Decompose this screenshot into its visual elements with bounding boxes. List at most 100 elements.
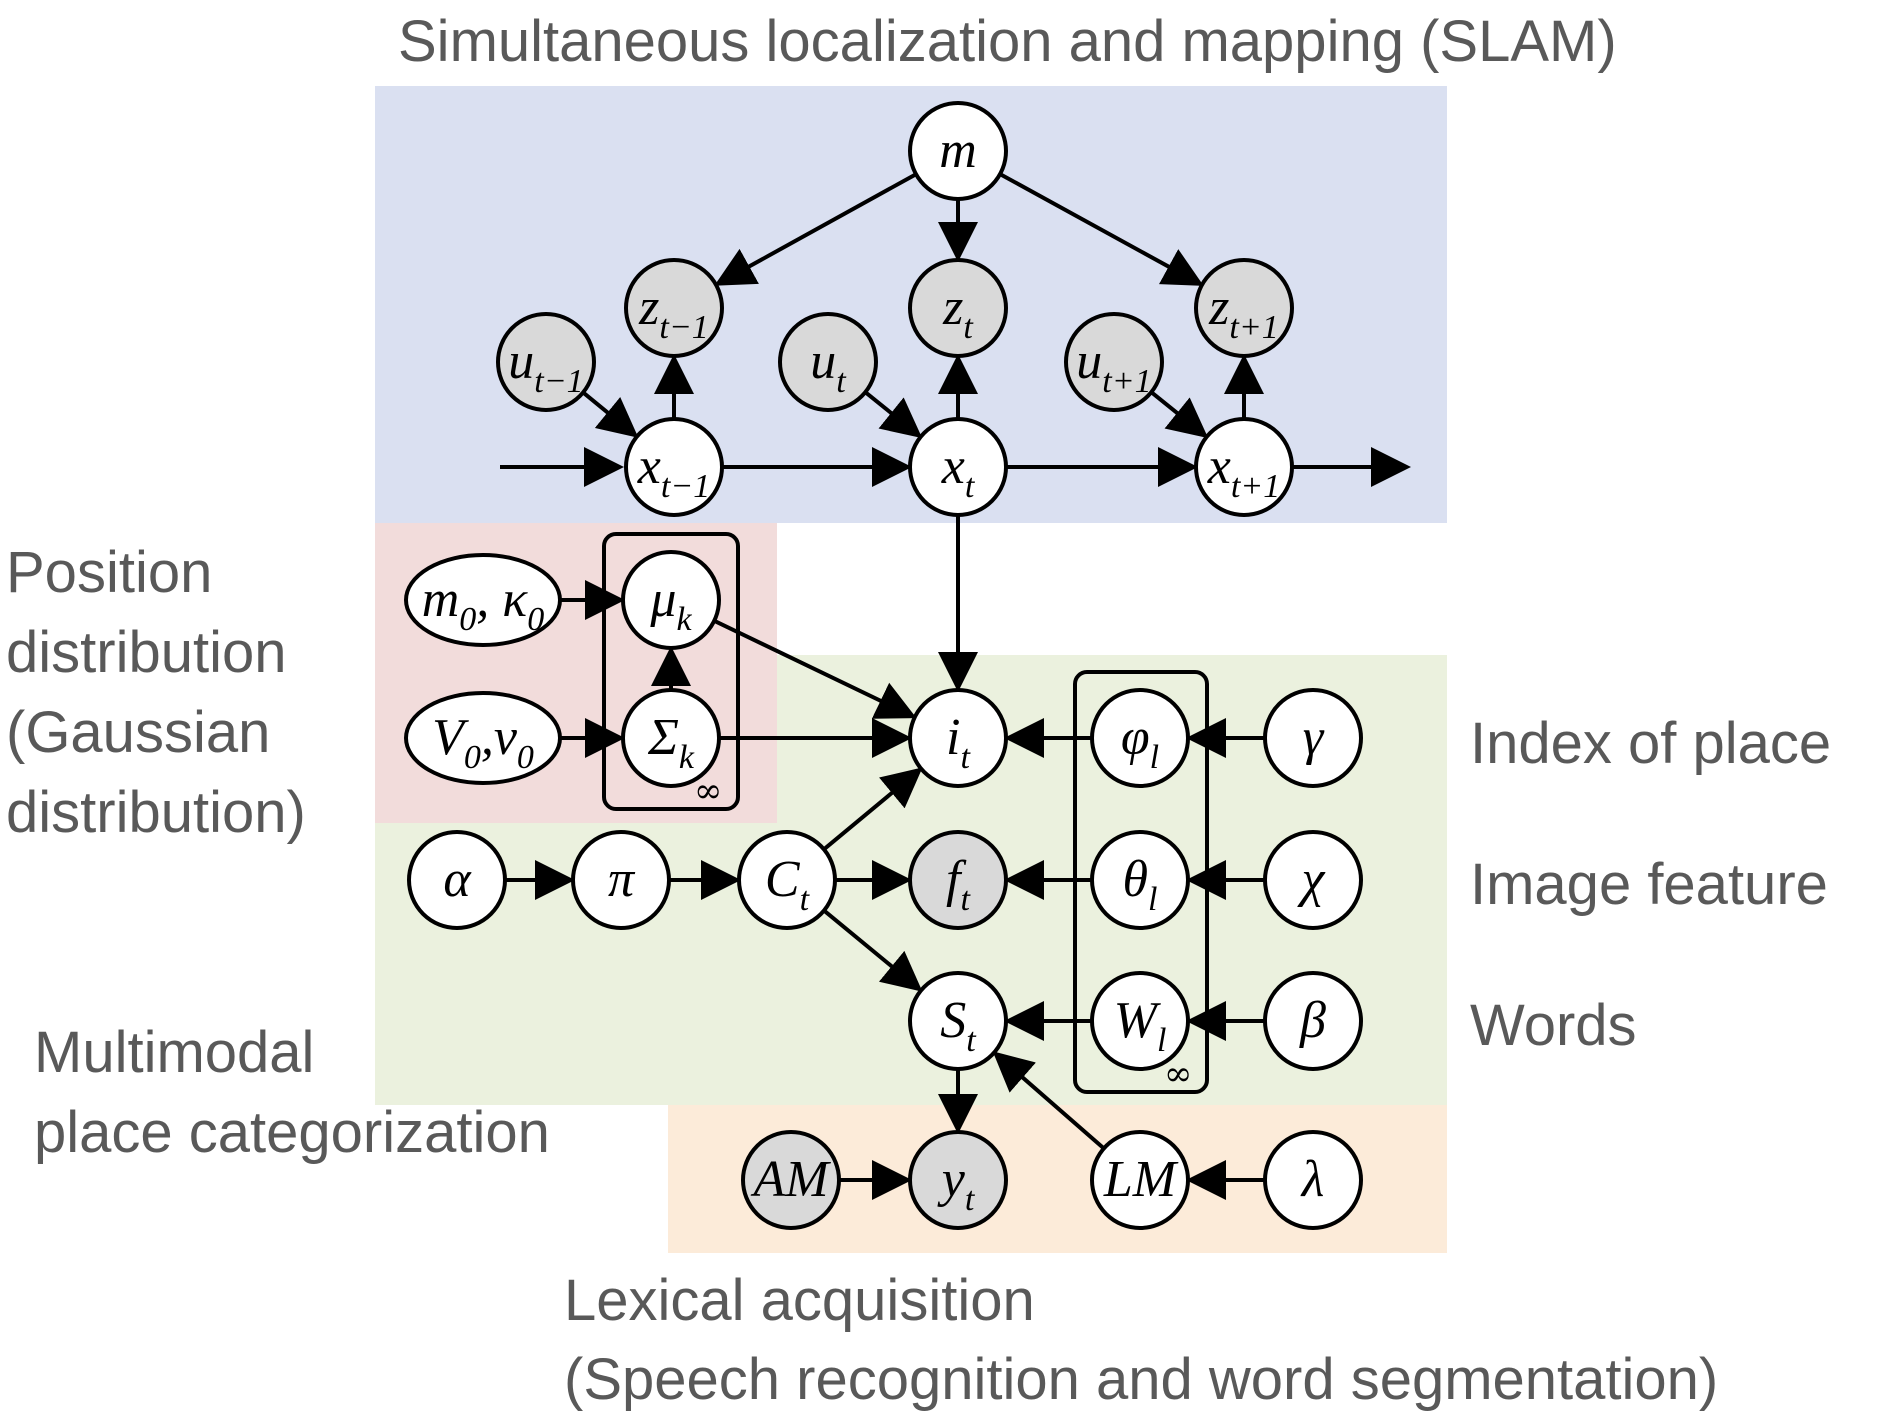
node-C_t: Ct	[737, 830, 837, 930]
node-m: m	[908, 101, 1008, 201]
node-phi_l: φl	[1090, 688, 1190, 788]
node-x_t-label: xt	[941, 438, 976, 505]
node-y_t-label: yt	[937, 1151, 976, 1218]
node-x_tm1-label: xt−1	[637, 438, 710, 505]
nodes-layer: m zt−1 zt zt+1 ut−1 ut ut+1 xt−1 xt xt+1 m0, κ0 V0,…	[404, 101, 1363, 1230]
edge-LM-to-S_t	[992, 1051, 1106, 1150]
edge-u_tp1-to-x_tp1	[1150, 390, 1209, 439]
lexical-label-line-1: Lexical acquisition	[564, 1268, 1035, 1333]
node-gamma-shape	[1263, 688, 1363, 788]
node-i_t-label: it	[946, 709, 971, 776]
node-LM: LM	[1090, 1130, 1190, 1230]
position-label-line-3: (Gaussian	[6, 700, 270, 765]
node-lambda: λ	[1263, 1130, 1363, 1230]
node-y_t-shape	[908, 1130, 1008, 1230]
node-x_tp1-shape	[1194, 417, 1294, 517]
slam-region-label: Simultaneous localization and mapping (S…	[398, 9, 1617, 74]
node-AM: AM	[741, 1130, 841, 1230]
node-theta_l-label: θl	[1123, 851, 1158, 918]
node-u_tp1-label: ut+1	[1076, 333, 1151, 400]
node-m0k0-label: m0, κ0	[422, 571, 545, 638]
node-u_tp1: ut+1	[1064, 312, 1164, 412]
node-m0k0: m0, κ0	[404, 553, 562, 647]
node-x_tm1-shape	[624, 417, 724, 517]
node-alpha-shape	[407, 830, 507, 930]
position-label-line-1: Position	[6, 540, 212, 605]
node-z_tm1-label: zt−1	[638, 279, 709, 346]
edge-m-to-z_tp1	[999, 172, 1204, 286]
node-f_t-shape	[908, 830, 1008, 930]
node-u_tp1-shape	[1064, 312, 1164, 412]
node-z_tm1: zt−1	[624, 258, 724, 358]
node-lambda-label: λ	[1300, 1151, 1325, 1208]
node-f_t: ft	[908, 830, 1008, 930]
node-x_tm1: xt−1	[624, 417, 724, 517]
words-label: Words	[1470, 993, 1637, 1058]
node-W_l: Wl	[1090, 971, 1190, 1071]
node-S_t: St	[908, 971, 1008, 1071]
node-pi: π	[571, 830, 671, 930]
node-Sigma_k: Σk	[621, 688, 721, 788]
node-alpha: α	[407, 830, 507, 930]
node-S_t-label: St	[940, 992, 977, 1059]
node-LM-label: LM	[1103, 1151, 1179, 1208]
node-V0n0: V0,ν0	[404, 691, 562, 785]
edge-C_t-to-S_t	[822, 908, 923, 992]
edge-u_tm1-to-x_tm1	[581, 390, 639, 438]
index-of-place-label: Index of place	[1470, 711, 1831, 776]
edges-layer	[505, 172, 1265, 1200]
node-beta-shape	[1263, 971, 1363, 1071]
node-u_tm1: ut−1	[496, 312, 596, 412]
node-W_l-label: Wl	[1114, 992, 1167, 1059]
node-V0n0-label: V0,ν0	[432, 709, 534, 776]
node-alpha-label: α	[443, 851, 472, 908]
node-beta-label: β	[1299, 992, 1326, 1049]
node-y_t: yt	[908, 1130, 1008, 1230]
node-x_tp1: xt+1	[1194, 417, 1294, 517]
node-phi_l-label: φl	[1121, 709, 1159, 776]
edge-C_t-to-i_t	[822, 767, 923, 851]
node-z_t-shape	[908, 258, 1008, 358]
node-V0n0-shape	[404, 691, 562, 785]
node-Sigma_k-shape	[621, 688, 721, 788]
node-z_tm1-shape	[624, 258, 724, 358]
node-C_t-label: Ct	[765, 851, 811, 918]
node-mu_k-shape	[621, 550, 721, 650]
node-S_t-shape	[908, 971, 1008, 1071]
edge-mu_k-to-i_t	[713, 618, 917, 719]
edge-m-to-z_tm1	[714, 172, 917, 286]
node-x_t-shape	[908, 417, 1008, 517]
node-m0k0-shape	[404, 553, 562, 647]
node-x_t: xt	[908, 417, 1008, 517]
node-u_t-label: ut	[810, 333, 847, 400]
node-theta_l: θl	[1090, 830, 1190, 930]
node-z_tp1-shape	[1194, 258, 1294, 358]
edge-u_t-to-x_t	[864, 390, 923, 439]
node-i_t-shape	[908, 688, 1008, 788]
position-label-line-4: distribution)	[6, 780, 306, 845]
node-W_l-shape	[1090, 971, 1190, 1071]
node-chi-shape	[1263, 830, 1363, 930]
node-u_tm1-label: ut−1	[508, 333, 583, 400]
node-AM-label: AM	[750, 1151, 831, 1208]
gaussian-plate-box	[602, 532, 740, 811]
node-z_tp1: zt+1	[1194, 258, 1294, 358]
node-chi-label: χ	[1297, 851, 1326, 908]
node-pi-label: π	[608, 851, 636, 908]
position-label-line-2: distribution	[6, 620, 286, 685]
node-z_t-label: zt	[942, 279, 974, 346]
node-pi-shape	[571, 830, 671, 930]
node-u_tm1-shape	[496, 312, 596, 412]
image-feature-label: Image feature	[1470, 852, 1828, 917]
lexical-label-line-2: (Speech recognition and word segmentatio…	[564, 1347, 1718, 1412]
node-u_t: ut	[778, 312, 878, 412]
node-chi: χ	[1263, 830, 1363, 930]
node-beta: β	[1263, 971, 1363, 1071]
node-mu_k: μk	[621, 550, 721, 650]
multimodal-label-line-1: Multimodal	[34, 1020, 314, 1085]
node-LM-shape	[1090, 1130, 1190, 1230]
node-gamma: γ	[1263, 688, 1363, 788]
node-m-label: m	[939, 122, 977, 179]
multimodal-label-line-2: place categorization	[34, 1100, 550, 1165]
